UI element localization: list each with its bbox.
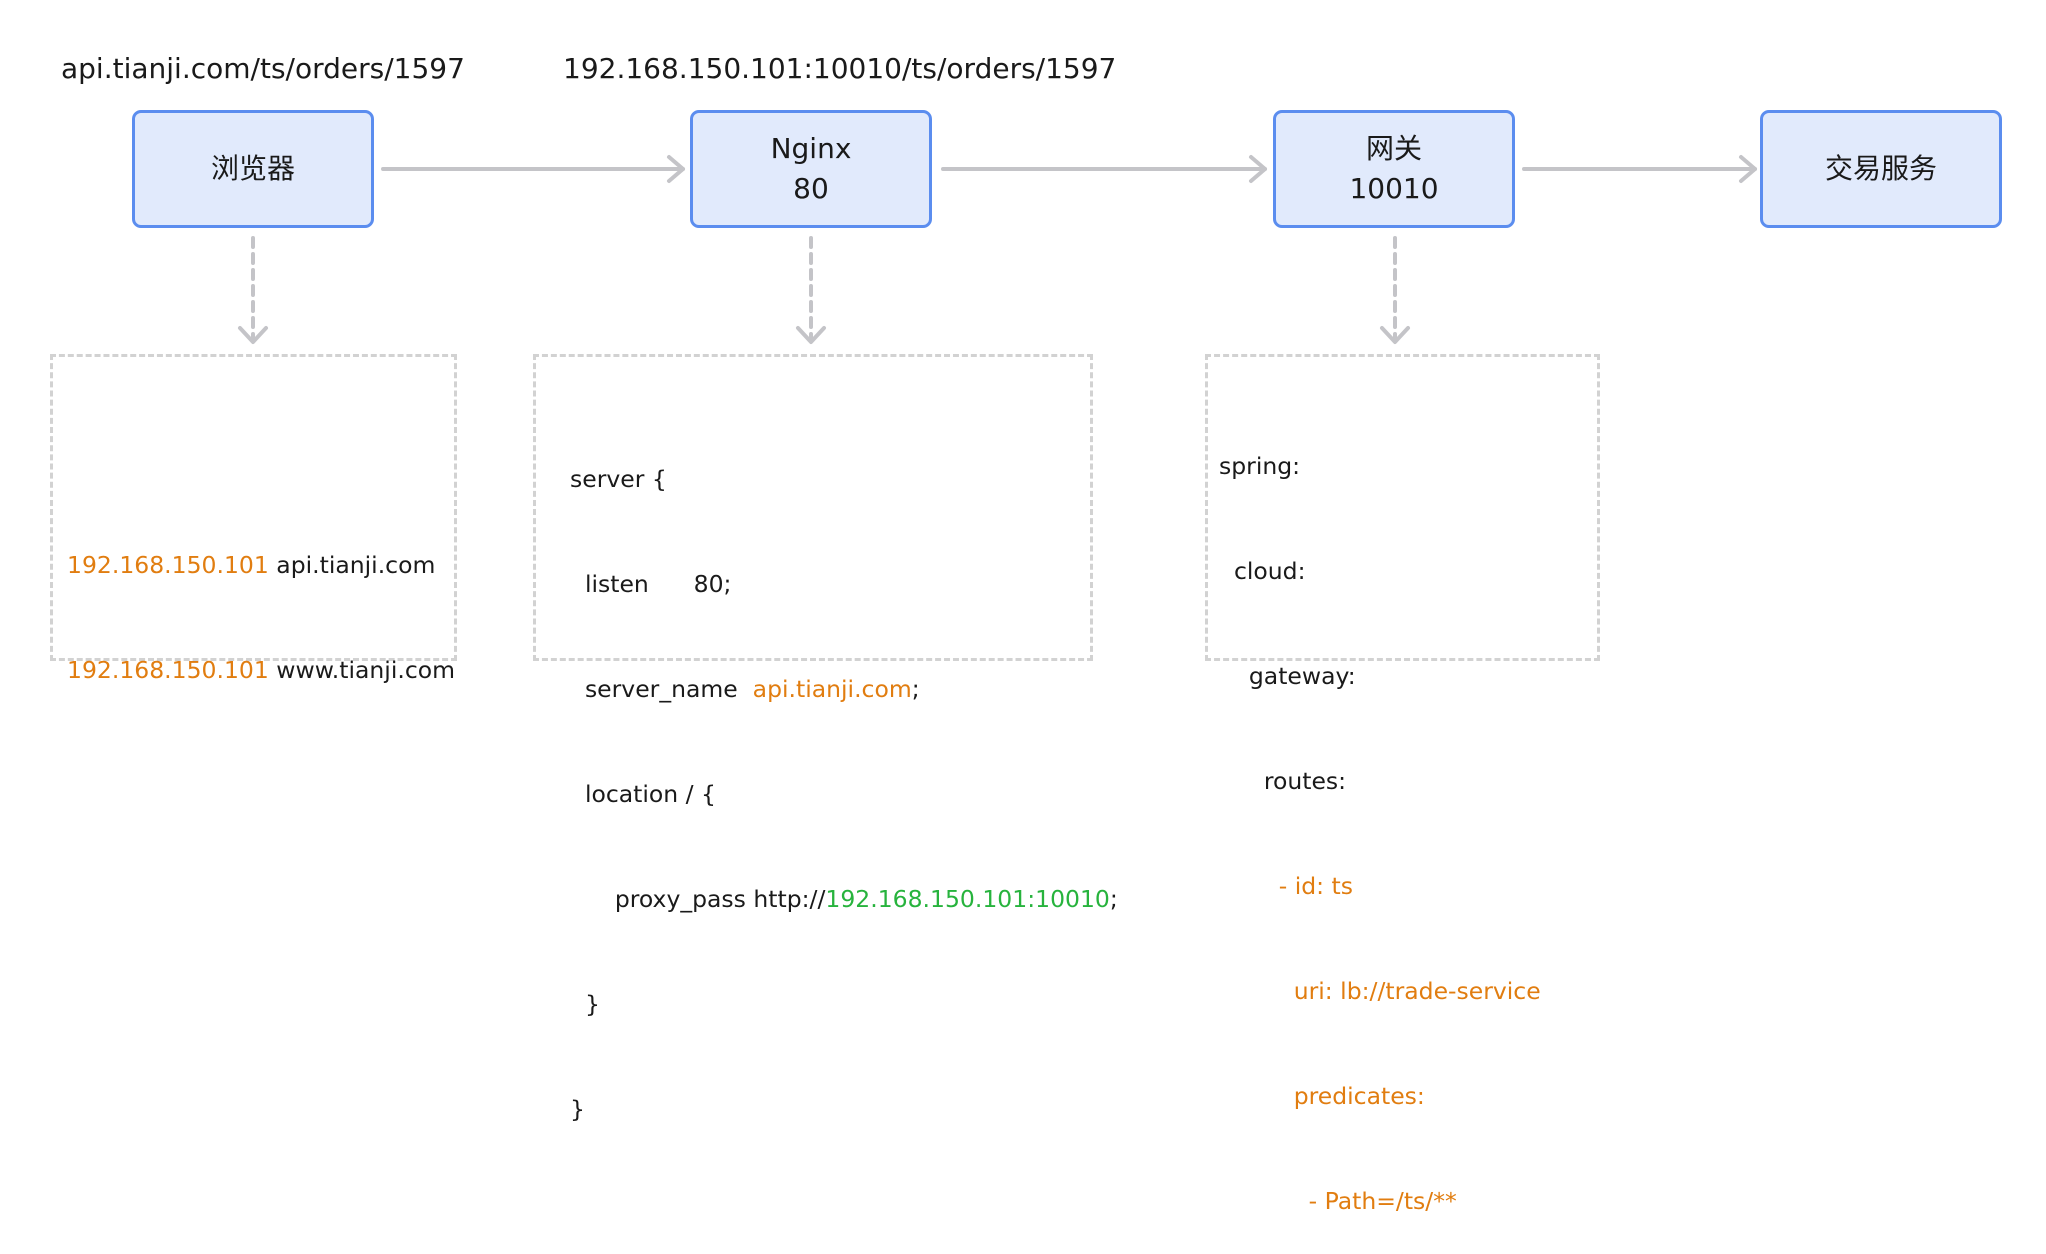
browser-url-label: api.tianji.com/ts/orders/1597 bbox=[61, 52, 465, 85]
nginx-config-line-7: } bbox=[570, 1095, 585, 1123]
nginx-config-line-4: location / { bbox=[570, 780, 716, 808]
server-name-key: server_name bbox=[570, 675, 753, 703]
trade-service-node-label: 交易服务 bbox=[1824, 152, 1937, 185]
arrow-browser-to-nginx bbox=[381, 155, 685, 183]
gateway-config-line-5: - id: ts bbox=[1219, 872, 1354, 900]
trade-service-node: 交易服务 bbox=[1760, 110, 2002, 228]
nginx-config-line-1: server { bbox=[570, 465, 667, 493]
gateway-node: 网关 10010 bbox=[1273, 110, 1515, 228]
proxy-pass-end: ; bbox=[1109, 885, 1118, 913]
gateway-node-title: 网关 bbox=[1365, 132, 1422, 165]
nginx-config-line-2: listen 80; bbox=[570, 570, 732, 598]
nginx-config-line-3: server_name api.tianji.com; bbox=[570, 672, 1090, 707]
server-name-value: api.tianji.com bbox=[752, 675, 912, 703]
hosts-line-2-host: www.tianji.com bbox=[268, 656, 456, 684]
nginx-url-label: 192.168.150.101:10010/ts/orders/1597 bbox=[563, 52, 1117, 85]
server-name-end: ; bbox=[911, 675, 920, 703]
gateway-config-line-8: - Path=/ts/** bbox=[1219, 1187, 1457, 1215]
dashed-arrow-nginx-to-config bbox=[796, 236, 826, 344]
gateway-config-line-4: routes: bbox=[1219, 767, 1347, 795]
nginx-node: Nginx 80 bbox=[690, 110, 932, 228]
browser-node: 浏览器 bbox=[132, 110, 374, 228]
dashed-arrow-gateway-to-config bbox=[1380, 236, 1410, 344]
browser-node-label: 浏览器 bbox=[210, 152, 295, 185]
hosts-line-1: 192.168.150.101 api.tianji.com bbox=[67, 548, 454, 583]
hosts-line-2: 192.168.150.101 www.tianji.com bbox=[67, 653, 456, 688]
nginx-config-line-6: } bbox=[570, 990, 600, 1018]
proxy-pass-key: proxy_pass http:// bbox=[570, 885, 826, 913]
connector-layer bbox=[238, 155, 1757, 344]
nginx-node-title: Nginx bbox=[770, 132, 852, 165]
nginx-node-port: 80 bbox=[793, 172, 829, 205]
dashed-arrow-browser-to-hosts bbox=[238, 236, 268, 344]
hosts-line-2-ip: 192.168.150.101 bbox=[67, 656, 269, 684]
gateway-config-line-1: spring: bbox=[1219, 452, 1301, 480]
hosts-line-1-ip: 192.168.150.101 bbox=[67, 551, 269, 579]
gateway-config-line-6: uri: lb://trade-service bbox=[1219, 977, 1541, 1005]
gateway-config-line-2: cloud: bbox=[1219, 557, 1306, 585]
gateway-config-box: spring: cloud: gateway: routes: - id: ts… bbox=[1205, 354, 1600, 1215]
gateway-config-line-3: gateway: bbox=[1219, 662, 1356, 690]
hosts-config-box: 192.168.150.101 api.tianji.com 192.168.1… bbox=[50, 354, 457, 684]
arrow-nginx-to-gateway bbox=[941, 155, 1267, 183]
gateway-config-line-7: predicates: bbox=[1219, 1082, 1425, 1110]
gateway-node-port: 10010 bbox=[1349, 172, 1439, 205]
proxy-pass-value: 192.168.150.101:10010 bbox=[825, 885, 1110, 913]
hosts-line-1-host: api.tianji.com bbox=[268, 551, 436, 579]
nginx-config-line-5: proxy_pass http://192.168.150.101:10010; bbox=[570, 882, 1118, 917]
nginx-config-box: server { listen 80; server_name api.tian… bbox=[533, 354, 1118, 1123]
arrow-gateway-to-trade bbox=[1522, 155, 1757, 183]
